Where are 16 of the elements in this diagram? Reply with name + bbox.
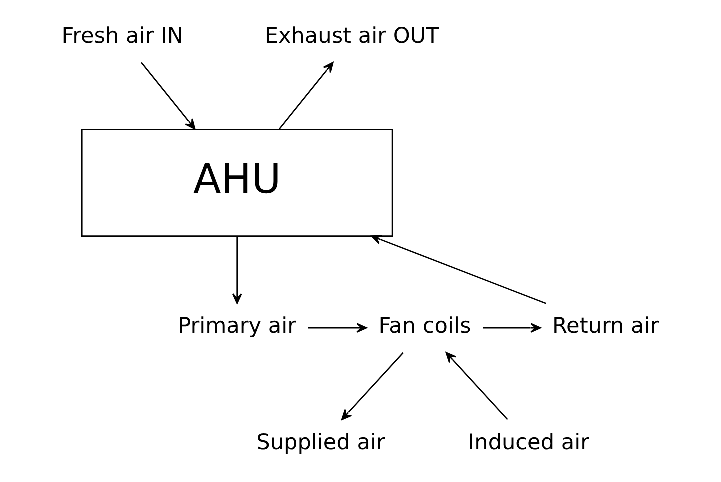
- node-text: Fan coils: [378, 314, 472, 340]
- node-text: Return air: [552, 314, 660, 340]
- arrow: [232, 236, 242, 304]
- arrow: [308, 323, 368, 333]
- node-box: AHU: [81, 128, 394, 237]
- arrow: [342, 352, 404, 420]
- node-text: Fresh air IN: [62, 24, 184, 49]
- node-text: Exhaust air OUT: [264, 24, 440, 49]
- arrow: [446, 352, 508, 420]
- node-text: Primary air: [178, 314, 297, 340]
- arrow: [141, 62, 196, 130]
- node-text: Supplied air: [256, 430, 386, 456]
- arrow: [279, 62, 334, 130]
- arrow: [371, 235, 546, 304]
- node-text: Induced air: [468, 430, 590, 456]
- arrow: [483, 323, 542, 333]
